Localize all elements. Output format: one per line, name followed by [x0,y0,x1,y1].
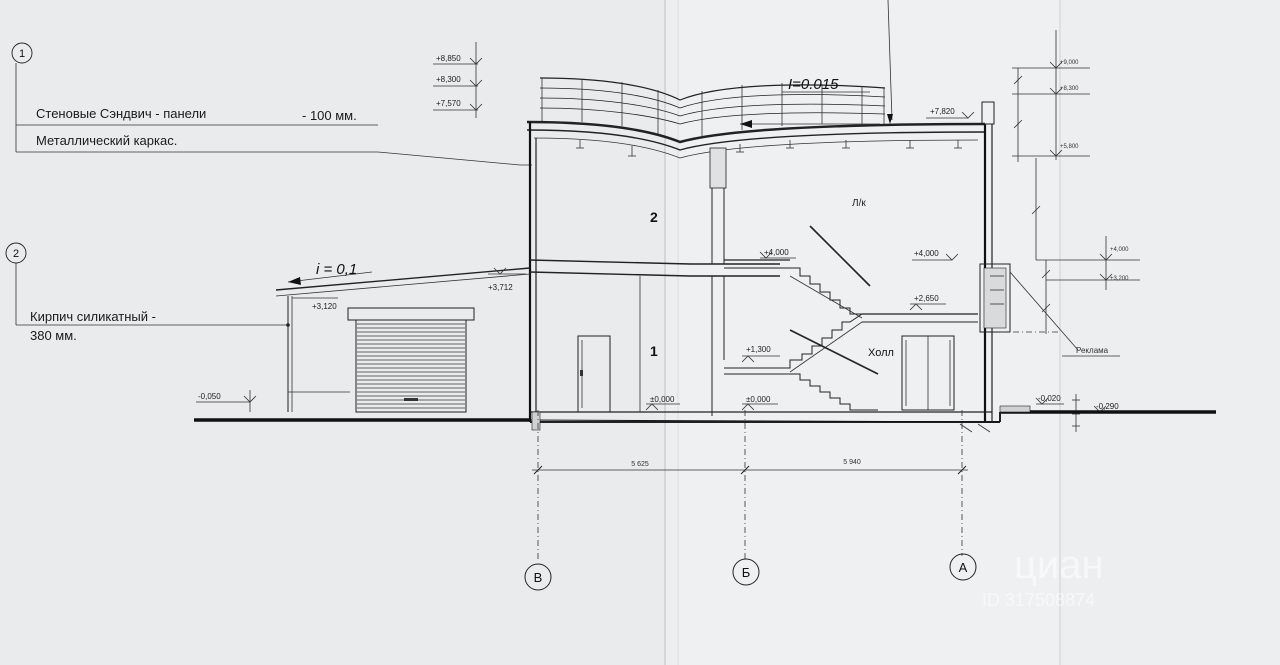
staircase [724,225,978,411]
advert-label: Реклама [1076,346,1109,355]
note-1-marker [11,42,33,64]
roof-slope-label: I=0.015 [788,76,839,93]
advert-panel: Реклама [979,263,1120,357]
axis-bubble-v [524,563,552,591]
level-r4000: +4,000 [1110,247,1129,253]
left-level-marks: +8,850 +8,300 +7,570 [433,42,483,118]
level-7820-mark: +7,820 [926,107,975,119]
roof-railing [526,77,986,159]
level-r8300: +8,300 [1060,86,1079,92]
level-4000-right: +4,000 [914,249,939,258]
room-labels: 2 1 Л/к Холл [650,198,894,359]
axis-bubble-b [732,558,760,586]
room-first-floor: 1 [650,343,658,359]
room-second-floor: 2 [650,209,658,225]
watermark-brand: циан [1014,543,1104,587]
level-7570: +7,570 [436,99,461,108]
roof-slope: I=0.015 [740,0,893,128]
note-1-thickness: - 100 мм. [302,108,357,123]
level-0000-right: ±0,000 [746,395,771,404]
room-lounge: Л/к [852,198,866,209]
note-1-number: 1 [19,48,25,60]
note-2-line2: 380 мм. [30,328,77,343]
dim-span-vb: 5 625 [631,461,649,468]
axis-label-b: Б [742,565,751,580]
note-2-line1: Кирпич силикатный - [30,309,156,324]
level-7820: +7,820 [930,107,955,116]
interior-level-marks: +4,000 +4,000 +2,650 +1,300 ±0,000 ±0,00… [196,248,1130,413]
note-1: 1 Стеновые Сэндвич - панели - 100 мм. Ме… [11,42,532,166]
doors [577,335,955,413]
level-8300: +8,300 [436,75,461,84]
annex: i = 0,1 +3,120 +3,712 [275,261,531,413]
ground-line [194,405,1216,433]
level-r5800: +5,800 [1060,144,1079,150]
level-minus-0050: -0,050 [198,392,221,401]
axis-bubble-a [949,553,977,581]
note-1-line1: Стеновые Сэндвич - панели [36,106,206,121]
right-level-chain: +9,000 +8,300 +5,800 +4,000 +3,200 [1012,30,1140,432]
level-minus-0020: -0,020 [1038,394,1061,403]
note-2-number: 2 [13,248,19,260]
garage-shutter [355,319,467,413]
level-3712: +3,712 [488,283,513,292]
level-4000-stair: +4,000 [764,248,789,257]
room-hall: Холл [868,347,894,359]
axis-label-a: А [959,560,968,575]
level-8850: +8,850 [436,54,461,63]
level-r3200: +3,200 [1110,276,1129,282]
annex-slope-label: i = 0,1 [316,261,357,278]
door-left [577,335,611,413]
note-2: 2 Кирпич силикатный - 380 мм. [5,242,290,343]
level-2650: +2,650 [914,294,939,303]
watermark: циан ID 317508874 [982,543,1104,610]
level-0000-left: ±0,000 [650,395,675,404]
level-r9000: +9,000 [1060,60,1079,66]
level-minus-0290: -0,290 [1096,402,1119,411]
grid-axes: 5 625 5 940 В Б А [524,410,977,591]
dim-span-ba: 5 940 [843,459,861,466]
axis-label-v: В [534,570,543,585]
level-1300: +1,300 [746,345,771,354]
note-1-line2: Металлический каркас. [36,133,177,148]
watermark-id: ID 317508874 [982,590,1095,610]
level-3120: +3,120 [312,302,337,311]
